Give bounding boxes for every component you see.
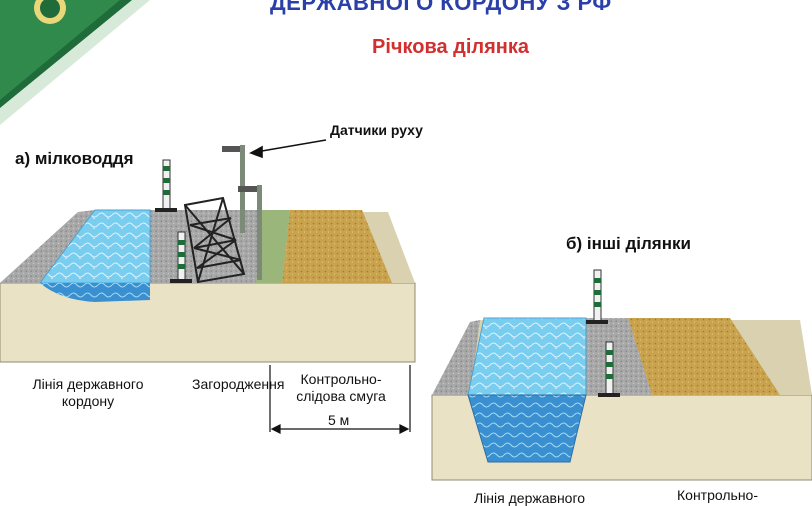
gravel-bank-right-b — [584, 318, 652, 395]
page-subtitle: Річкова ділянка — [372, 36, 530, 58]
strip-width-label: 5 м — [328, 412, 350, 428]
control-strip-a — [282, 210, 392, 283]
motion-sensor-poles — [222, 145, 262, 280]
river-water-b — [467, 317, 587, 396]
riverbed-a — [40, 283, 150, 302]
page-title: ДЕРЖАВНОГО КОРДОНУ З РФ — [270, 0, 612, 15]
border-line-label-b: Лінія державного — [474, 490, 586, 506]
border-post-a-tall — [155, 159, 177, 212]
border-post-a-short — [170, 231, 192, 283]
gravel-bank-left-b — [432, 320, 480, 395]
section-a-illustration — [0, 139, 416, 434]
border-post-b-tall — [586, 269, 608, 324]
gravel-bank-left-a — [0, 210, 95, 283]
riverbed-b — [467, 394, 587, 463]
grass-strip-a — [256, 210, 290, 283]
barrier-fence — [183, 196, 246, 284]
control-strip-b — [628, 318, 780, 395]
border-post-b-short — [598, 341, 620, 397]
border-line-label: Лінія державного кордону — [32, 376, 144, 409]
section-a-label: а) мілководдя — [15, 149, 134, 168]
strip-width-dimension — [269, 365, 411, 434]
control-strip-label: Контрольно-слідова смуга — [296, 371, 386, 404]
section-b-illustration — [431, 269, 812, 481]
sensor-pointer-arrow — [249, 139, 327, 159]
section-b-label: б) інші ділянки — [566, 234, 691, 253]
sensors-label: Датчики руху — [330, 122, 423, 138]
control-strip-label-b: Контрольно- — [677, 487, 758, 503]
border-guard-emblem — [0, 0, 150, 125]
barrier-label: Загородження — [192, 376, 285, 392]
